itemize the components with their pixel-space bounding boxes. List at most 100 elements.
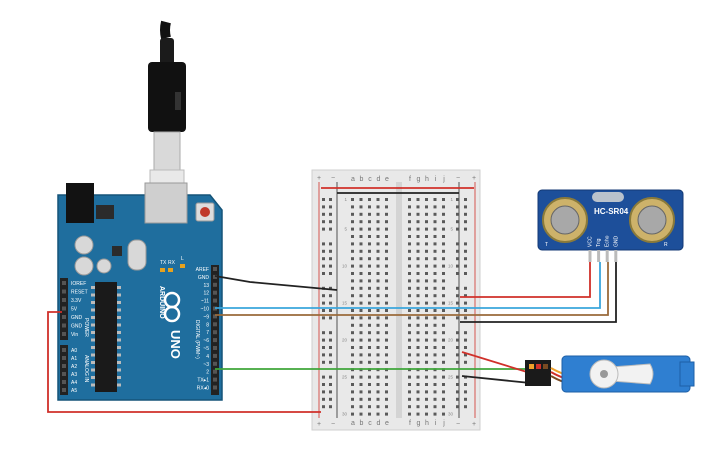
header-pin[interactable] — [213, 385, 217, 390]
bb-col-letter: h — [425, 420, 429, 427]
wire-vcc-red[interactable] — [460, 262, 591, 298]
header-pin[interactable] — [213, 282, 217, 287]
digital-pin-label: ~6 — [203, 338, 209, 344]
left-pin-label: 5V — [71, 307, 78, 313]
wire-sensor-gnd[interactable] — [460, 262, 617, 323]
sensor-name: HC-SR04 — [594, 207, 629, 216]
header-pin[interactable] — [62, 380, 66, 384]
bb-row-number: 15 — [448, 301, 454, 306]
header-pin[interactable] — [62, 281, 66, 285]
header-pin[interactable] — [62, 348, 66, 352]
rail-plus-bottom-left: + — [317, 421, 321, 428]
bb-row-number: 10 — [448, 264, 454, 269]
digital-pin-label: AREF — [196, 267, 209, 273]
wire-trig-blue[interactable] — [215, 262, 601, 309]
wire-gnd[interactable] — [214, 275, 338, 291]
digital-pin-label: RX◂0 — [197, 386, 209, 392]
sensor-pin-label: Trig — [596, 238, 602, 247]
header-pin[interactable] — [62, 372, 66, 376]
header-pin[interactable] — [62, 332, 66, 336]
analog-pin-label: A5 — [71, 388, 77, 394]
chip-pin — [91, 331, 95, 334]
analog-header — [60, 345, 68, 395]
chip-pin — [91, 293, 95, 297]
sensor-pin-label: VCC — [588, 236, 594, 247]
chip-pin — [117, 301, 121, 304]
header-pin[interactable] — [213, 322, 217, 327]
sensor-pin-label: GND — [613, 236, 619, 248]
servo-motor[interactable] — [525, 355, 695, 393]
rail-minus-top-right: − — [456, 175, 460, 182]
header-pin[interactable] — [62, 298, 66, 302]
header-pin[interactable] — [62, 289, 66, 294]
bb-col-letter: j — [442, 420, 445, 427]
analog-pin-label: A0 — [71, 348, 77, 354]
header-pin[interactable] — [213, 290, 217, 295]
sensor-pin[interactable] — [597, 250, 601, 262]
header-pin[interactable] — [62, 306, 66, 311]
header-pin[interactable] — [213, 361, 217, 366]
header-pin[interactable] — [213, 330, 217, 335]
capacitor — [96, 258, 112, 274]
header-pin[interactable] — [213, 377, 217, 382]
header-pin[interactable] — [213, 369, 217, 374]
dc-jack — [66, 183, 94, 223]
header-pin[interactable] — [62, 323, 66, 328]
sensor-pin[interactable] — [614, 250, 618, 262]
header-pin[interactable] — [62, 388, 66, 392]
digital-pin-label: 13 — [203, 283, 209, 289]
chip-pin — [117, 346, 121, 349]
bb-col-letter: c — [368, 420, 372, 427]
bb-row-number: 1 — [450, 197, 453, 202]
wire-5v-red[interactable] — [47, 311, 321, 413]
digital-pin-label: ~11 — [201, 299, 209, 305]
small-chip — [112, 246, 122, 256]
bb-col-letter: b — [360, 420, 364, 427]
digital-header-label: DIGITAL (PWM~) — [194, 320, 200, 359]
sensor-pin[interactable] — [605, 250, 609, 262]
crystal — [127, 239, 147, 271]
wires — [47, 187, 617, 413]
bb-col-letter: f — [409, 176, 411, 183]
atmega-chip-pins — [91, 286, 121, 387]
usb-port — [144, 182, 188, 224]
digital-pin-label: ~3 — [203, 362, 209, 368]
wire-echo-brown[interactable] — [215, 262, 609, 316]
header-pin[interactable] — [213, 346, 217, 350]
chip-pin — [117, 286, 121, 289]
header-pin[interactable] — [213, 338, 217, 343]
header-pin[interactable] — [213, 267, 217, 271]
bb-row-number: 30 — [448, 412, 454, 417]
chip-pin — [91, 383, 95, 387]
chip-pin — [117, 308, 121, 312]
bb-col-letter: g — [417, 420, 421, 427]
header-pin[interactable] — [62, 364, 66, 368]
left-pin-label: 3.3V — [71, 298, 82, 304]
rail-plus-bottom-right: + — [472, 421, 476, 428]
bb-col-letter: d — [377, 420, 381, 427]
header-pin[interactable] — [213, 298, 217, 303]
digital-pin-label: ~10 — [201, 307, 210, 313]
chip-pin — [117, 383, 121, 387]
chip-pin — [91, 361, 95, 364]
chip-pin — [91, 353, 95, 357]
left-pin-label: GND — [71, 315, 83, 321]
header-pin[interactable] — [213, 314, 217, 319]
rail-plus-top-right: + — [472, 175, 476, 182]
sensor-pin[interactable] — [588, 250, 592, 262]
chip-pin — [91, 301, 95, 304]
header-pin[interactable] — [213, 353, 217, 358]
digital-pin-label: GND — [198, 275, 210, 281]
bb-col-letter: b — [360, 176, 364, 183]
bb-col-letter: e — [385, 176, 389, 183]
reset-button-cap[interactable] — [200, 207, 210, 217]
chip-pin — [91, 338, 95, 342]
arduino-uno-board[interactable]: TX RX L ARDUINO UNO POWER ANALOG IN DIGI… — [57, 182, 223, 401]
chip-pin — [117, 316, 121, 319]
header-pin[interactable] — [62, 356, 66, 360]
bb-col-letter: j — [442, 176, 445, 183]
led-l — [180, 264, 185, 268]
header-pin[interactable] — [62, 315, 66, 319]
